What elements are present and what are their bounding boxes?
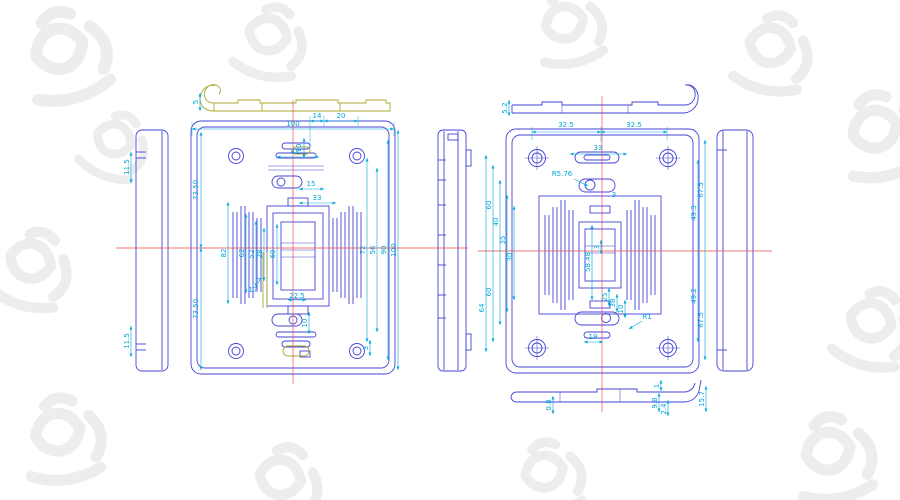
dimension-label: 14 bbox=[313, 112, 322, 120]
dimension-lines bbox=[129, 93, 708, 416]
dimension-label: 82 bbox=[220, 249, 228, 258]
dimension-label: 9.8 bbox=[651, 397, 659, 408]
dimension-label: 32.5 bbox=[626, 121, 642, 129]
dimension-label: 73.50 bbox=[192, 299, 200, 319]
side-panel-middle bbox=[437, 129, 472, 372]
dimension-label: 60 bbox=[485, 201, 493, 210]
dimension-label: 62 bbox=[238, 249, 246, 258]
dimension-label: 25 bbox=[601, 293, 609, 302]
dimension-label: 30 bbox=[506, 253, 514, 262]
dimension-label: 3 bbox=[362, 346, 370, 350]
dimension-label: 58.48 bbox=[584, 252, 592, 272]
dimension-label: 56 bbox=[369, 245, 377, 254]
dimension-label: 72 bbox=[359, 246, 367, 255]
profile-strip-top-left bbox=[199, 84, 391, 112]
dimension-label: 22.5 bbox=[289, 292, 305, 300]
dimension-label: 20 bbox=[337, 112, 346, 120]
front-view-right bbox=[505, 128, 700, 374]
dimension-label: 100 bbox=[390, 243, 398, 256]
dimension-label: 73.50 bbox=[192, 180, 200, 200]
dimension-label: R5.76 bbox=[552, 170, 573, 178]
dimension-label: 2.4 bbox=[660, 403, 668, 415]
dimension-label: 60 bbox=[485, 288, 493, 297]
dimension-label: 10 bbox=[301, 319, 309, 328]
dimension-label: 67.5 bbox=[697, 312, 705, 328]
dimension-label: 49.3 bbox=[690, 205, 698, 221]
dimension-label: 60 bbox=[269, 250, 277, 259]
dimension-label: 3 bbox=[612, 191, 616, 199]
dimension-label: 38 bbox=[609, 299, 617, 308]
dimension-label: 5.2 bbox=[501, 102, 509, 113]
dimension-label: 11.5 bbox=[123, 333, 131, 349]
dimension-label: 32.5 bbox=[558, 121, 574, 129]
dimension-label: 33 bbox=[594, 144, 603, 152]
profile-strip-top-right bbox=[511, 84, 699, 114]
dimension-label: 52 bbox=[248, 250, 256, 259]
side-panel-far-left bbox=[135, 129, 169, 372]
dimension-label: 15.7 bbox=[698, 391, 706, 407]
dimension-label: 49.2 bbox=[690, 288, 698, 304]
centerlines bbox=[116, 96, 772, 412]
dimension-label: 35 bbox=[499, 236, 507, 245]
dimension-label: 10 bbox=[295, 144, 303, 153]
dimension-label: 90 bbox=[380, 246, 388, 255]
dimension-label: 33 bbox=[313, 194, 322, 202]
dimension-label: 10 bbox=[617, 305, 625, 314]
side-panel-far-right bbox=[716, 129, 754, 372]
dimension-label: 5 bbox=[192, 100, 200, 104]
dimension-label: 67.5 bbox=[697, 182, 705, 198]
dimension-label: 1 bbox=[653, 384, 661, 388]
dimension-label: 7 bbox=[257, 277, 261, 285]
dimension-label: 17 bbox=[249, 286, 258, 294]
dimension-label: 40 bbox=[492, 218, 500, 227]
dimension-label: 3 bbox=[593, 245, 601, 249]
dimension-label: 28 bbox=[256, 250, 264, 259]
dimension-label: 11.5 bbox=[123, 159, 131, 175]
dimension-label: 64 bbox=[478, 303, 486, 312]
dimension-label: 15 bbox=[307, 180, 316, 188]
dimension-label: 19 bbox=[589, 333, 598, 341]
dimension-label: 42 bbox=[291, 148, 300, 156]
profile-strip-bottom-right bbox=[510, 379, 702, 403]
dimension-label: 0.8 bbox=[545, 399, 553, 410]
dimension-label: R1 bbox=[642, 313, 651, 321]
dimension-label: 100 bbox=[286, 120, 299, 128]
